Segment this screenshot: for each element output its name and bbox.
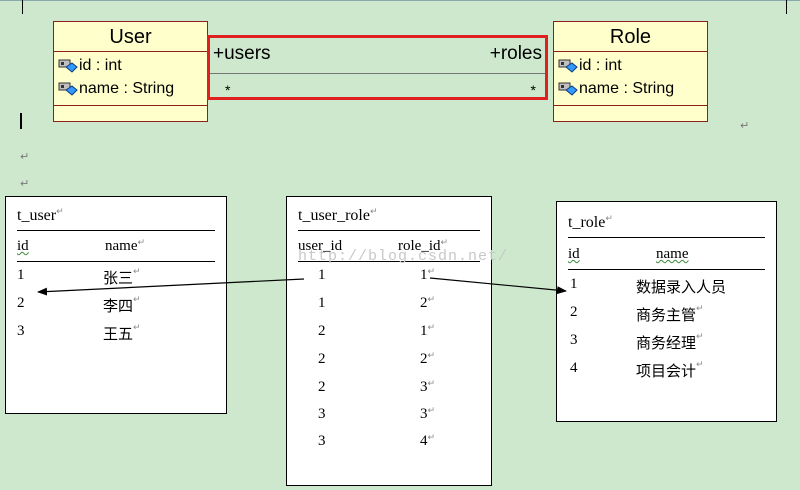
class-attributes: id : int name : String [554,52,707,106]
field-icon [58,59,78,73]
attribute-text: name : String [579,80,675,97]
text-cursor [20,113,22,129]
uml-class-user: User id : int name : String [53,21,208,122]
table-cell: 1↵ [420,323,436,339]
class-title: User [54,22,207,52]
table-cell: 2 [318,351,326,367]
divider [298,261,480,262]
table-cell: 3 [17,323,25,339]
table-cell: 3 [570,332,578,348]
ruler-line [0,0,800,1]
field-icon [558,82,578,96]
column-header: role_id↵ [398,238,449,254]
table-cell: 项目会计↵ [636,360,704,380]
table-cell: 4 [570,360,578,376]
table-cell: 2↵ [420,295,436,311]
association-role-left: +users [213,43,271,64]
table-cell: 4↵ [420,433,436,449]
table-t-user: t_user↵ id name↵ 1 张三↵ 2 李四↵ 3 王五↵ [5,196,227,414]
association-role-right: +roles [489,43,542,64]
table-cell: 张三↵ [103,267,141,287]
class-attribute: id : int [54,54,207,77]
attribute-text: name : String [79,80,175,97]
margin-tick [786,0,787,14]
column-header: name↵ [105,238,146,254]
column-header: name [656,246,689,262]
margin-tick [22,0,23,14]
paragraph-mark: ↵ [20,150,30,163]
divider [298,230,480,231]
table-cell: 商务主管↵ [636,304,704,324]
table-cell: 2 [318,379,326,395]
table-cell: 王五↵ [103,323,141,343]
table-cell: 商务经理↵ [636,332,704,352]
class-attributes: id : int name : String [54,52,207,106]
table-cell: 1 [570,276,578,292]
paragraph-mark: ↵ [740,119,750,132]
multiplicity-left: * [225,82,231,98]
table-cell: 1 [17,267,25,283]
table-cell: 2↵ [420,351,436,367]
table-cell: 2 [318,323,326,339]
association-highlight: +users +roles * * [207,35,548,100]
association-line [210,73,545,74]
table-name: t_user_role↵ [298,207,378,224]
attribute-text: id : int [79,57,122,74]
divider [17,230,215,231]
class-attribute: name : String [54,77,207,100]
divider [568,237,765,238]
class-title: Role [554,22,707,52]
table-cell: 李四↵ [103,295,141,315]
watermark: http://blog.csdn.net/ [298,248,509,265]
table-cell: 2 [570,304,578,320]
divider [568,269,765,270]
attribute-text: id : int [579,57,622,74]
uml-class-role: Role id : int name : String [553,21,708,122]
multiplicity-right: * [530,82,536,98]
field-icon [58,82,78,96]
table-cell: 1 [318,267,326,283]
table-cell: 3 [318,406,326,422]
class-attribute: name : String [554,77,707,100]
table-cell: 数据录入人员 [636,278,727,296]
column-header: user_id [298,238,343,254]
field-icon [558,59,578,73]
table-name: t_role↵ [568,214,613,231]
class-attribute: id : int [554,54,707,77]
table-t-user-role: t_user_role↵ user_id role_id↵ 1 1↵ 1 2↵ … [286,196,492,486]
table-cell: 2 [17,295,25,311]
table-cell: 1↵ [420,267,436,283]
column-header: id [17,238,29,254]
paragraph-mark: ↵ [20,177,30,190]
table-cell: 3↵ [420,406,436,422]
column-header: id [568,246,580,262]
table-name: t_user↵ [17,207,64,224]
divider [17,261,215,262]
table-cell: 3 [318,433,326,449]
table-t-role: t_role↵ id name 1 数据录入人员 2 商务主管↵ 3 商务经理↵… [556,201,777,422]
table-cell: 1 [318,295,326,311]
table-cell: 3↵ [420,379,436,395]
